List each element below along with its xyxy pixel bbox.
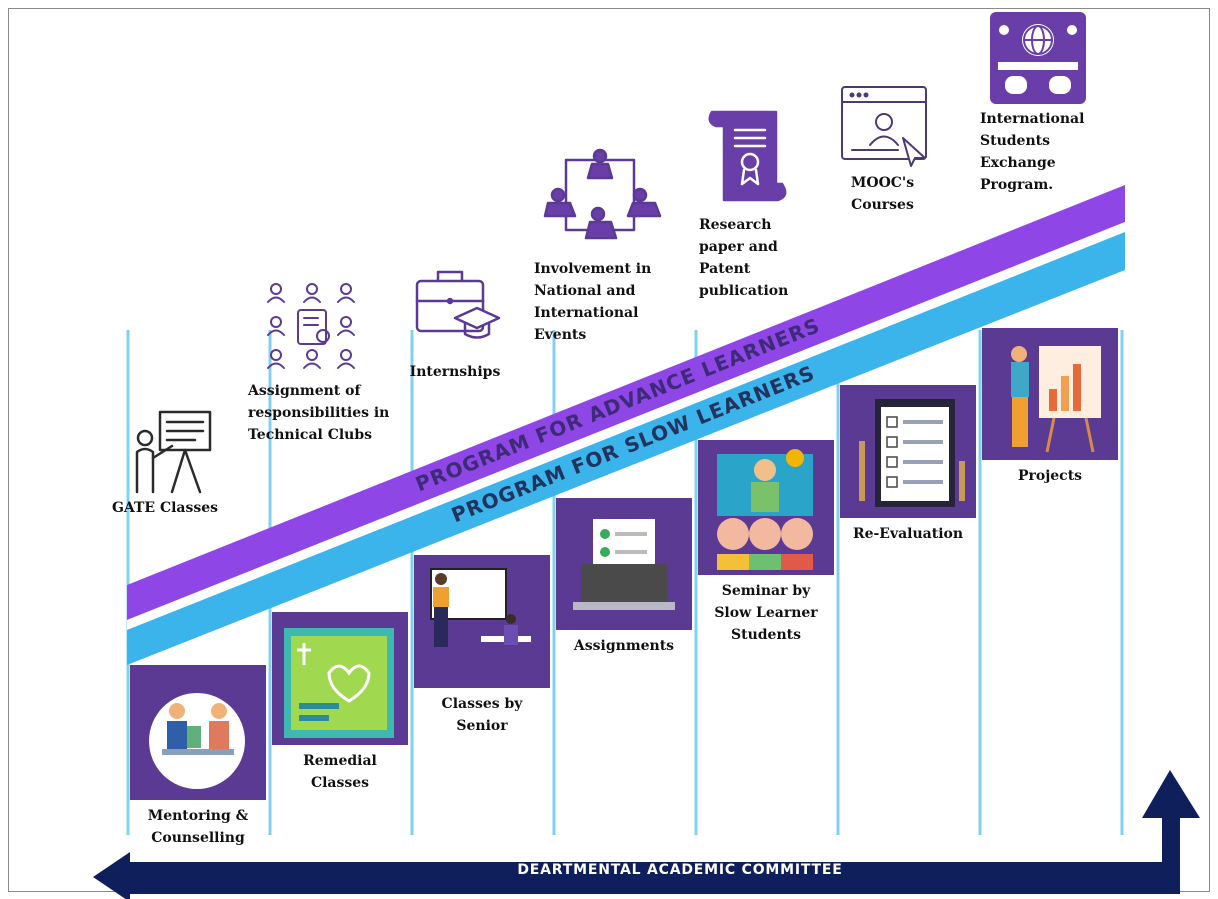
online-course-icon bbox=[841, 86, 927, 167]
advance-item-line: National and bbox=[534, 283, 636, 299]
briefcase-graduation-icon bbox=[415, 270, 501, 339]
classroom-illustration bbox=[430, 568, 531, 647]
advance-item-line: Patent bbox=[699, 261, 751, 277]
step-label-line: Classes bbox=[310, 775, 370, 791]
advance-item-label: Internships bbox=[400, 361, 510, 383]
clipboard-checklist-illustration bbox=[859, 399, 965, 507]
advance-item-label: Assignment of responsibilities in Technica… bbox=[248, 380, 398, 446]
advance-item-line: responsibilities in bbox=[248, 405, 390, 421]
step-label-line: Seminar by bbox=[721, 583, 811, 599]
advance-item-line: Research bbox=[699, 217, 772, 233]
advance-item-line: publication bbox=[699, 283, 789, 299]
mentoring-illustration bbox=[149, 693, 245, 789]
advance-item-line: Events bbox=[534, 327, 587, 343]
step-label: Assignments bbox=[555, 635, 693, 657]
teacher-board-icon bbox=[135, 410, 212, 494]
step-label: Re-Evaluation bbox=[839, 523, 977, 545]
advance-item-line: Students bbox=[980, 133, 1050, 149]
step-label-line: Mentoring & bbox=[147, 808, 249, 824]
health-report-illustration bbox=[284, 628, 394, 738]
advance-item-line: Involvement in bbox=[534, 261, 652, 277]
advance-item-line: Assignment of bbox=[248, 383, 361, 399]
step-label: Classes by Senior bbox=[413, 693, 551, 737]
advance-item-line: MOOC's bbox=[850, 175, 915, 191]
step-label-line: Projects bbox=[1017, 468, 1083, 484]
step-label-line: Re-Evaluation bbox=[852, 526, 964, 542]
band-separator bbox=[127, 222, 1125, 630]
step-label-line: Counselling bbox=[151, 830, 245, 846]
advance-item-line: Exchange bbox=[980, 155, 1056, 171]
seminar-illustration bbox=[717, 449, 813, 570]
step-label-line: Classes by bbox=[441, 696, 523, 712]
step-label: Mentoring & Counselling bbox=[129, 805, 267, 849]
advance-item-line: Courses bbox=[851, 197, 914, 213]
advance-item-line: paper and bbox=[699, 239, 778, 255]
step-label-line: Students bbox=[731, 627, 801, 643]
step-label-line: Senior bbox=[456, 718, 508, 734]
committee-label: DEARTMENTAL ACADEMIC COMMITTEE bbox=[517, 862, 843, 878]
slow-learners-band bbox=[127, 232, 1125, 665]
advance-item-line: GATE Classes bbox=[111, 500, 219, 516]
team-network-icon bbox=[267, 283, 355, 369]
laptop-checklist-illustration bbox=[573, 519, 675, 610]
advance-item-label: GATE Classes bbox=[110, 497, 220, 519]
step-label-line: Assignments bbox=[573, 638, 675, 654]
step-label: Projects bbox=[981, 465, 1119, 487]
advance-item-line: Technical Clubs bbox=[248, 427, 373, 443]
advance-item-line: Internships bbox=[409, 364, 501, 380]
presentation-chart-illustration bbox=[1011, 346, 1101, 453]
committee-arrow bbox=[93, 770, 1200, 899]
step-label-line: Slow Learner bbox=[714, 605, 818, 621]
globe-exchange-icon bbox=[990, 12, 1086, 104]
advance-item-line: International bbox=[534, 305, 639, 321]
certificate-scroll-icon bbox=[708, 110, 787, 202]
advance-item-line: International bbox=[980, 111, 1085, 127]
advance-learners-band bbox=[127, 185, 1125, 620]
advance-item-line: Program. bbox=[980, 177, 1054, 193]
step-label-line: Remedial bbox=[303, 753, 377, 769]
connected-people-icon bbox=[543, 148, 662, 240]
